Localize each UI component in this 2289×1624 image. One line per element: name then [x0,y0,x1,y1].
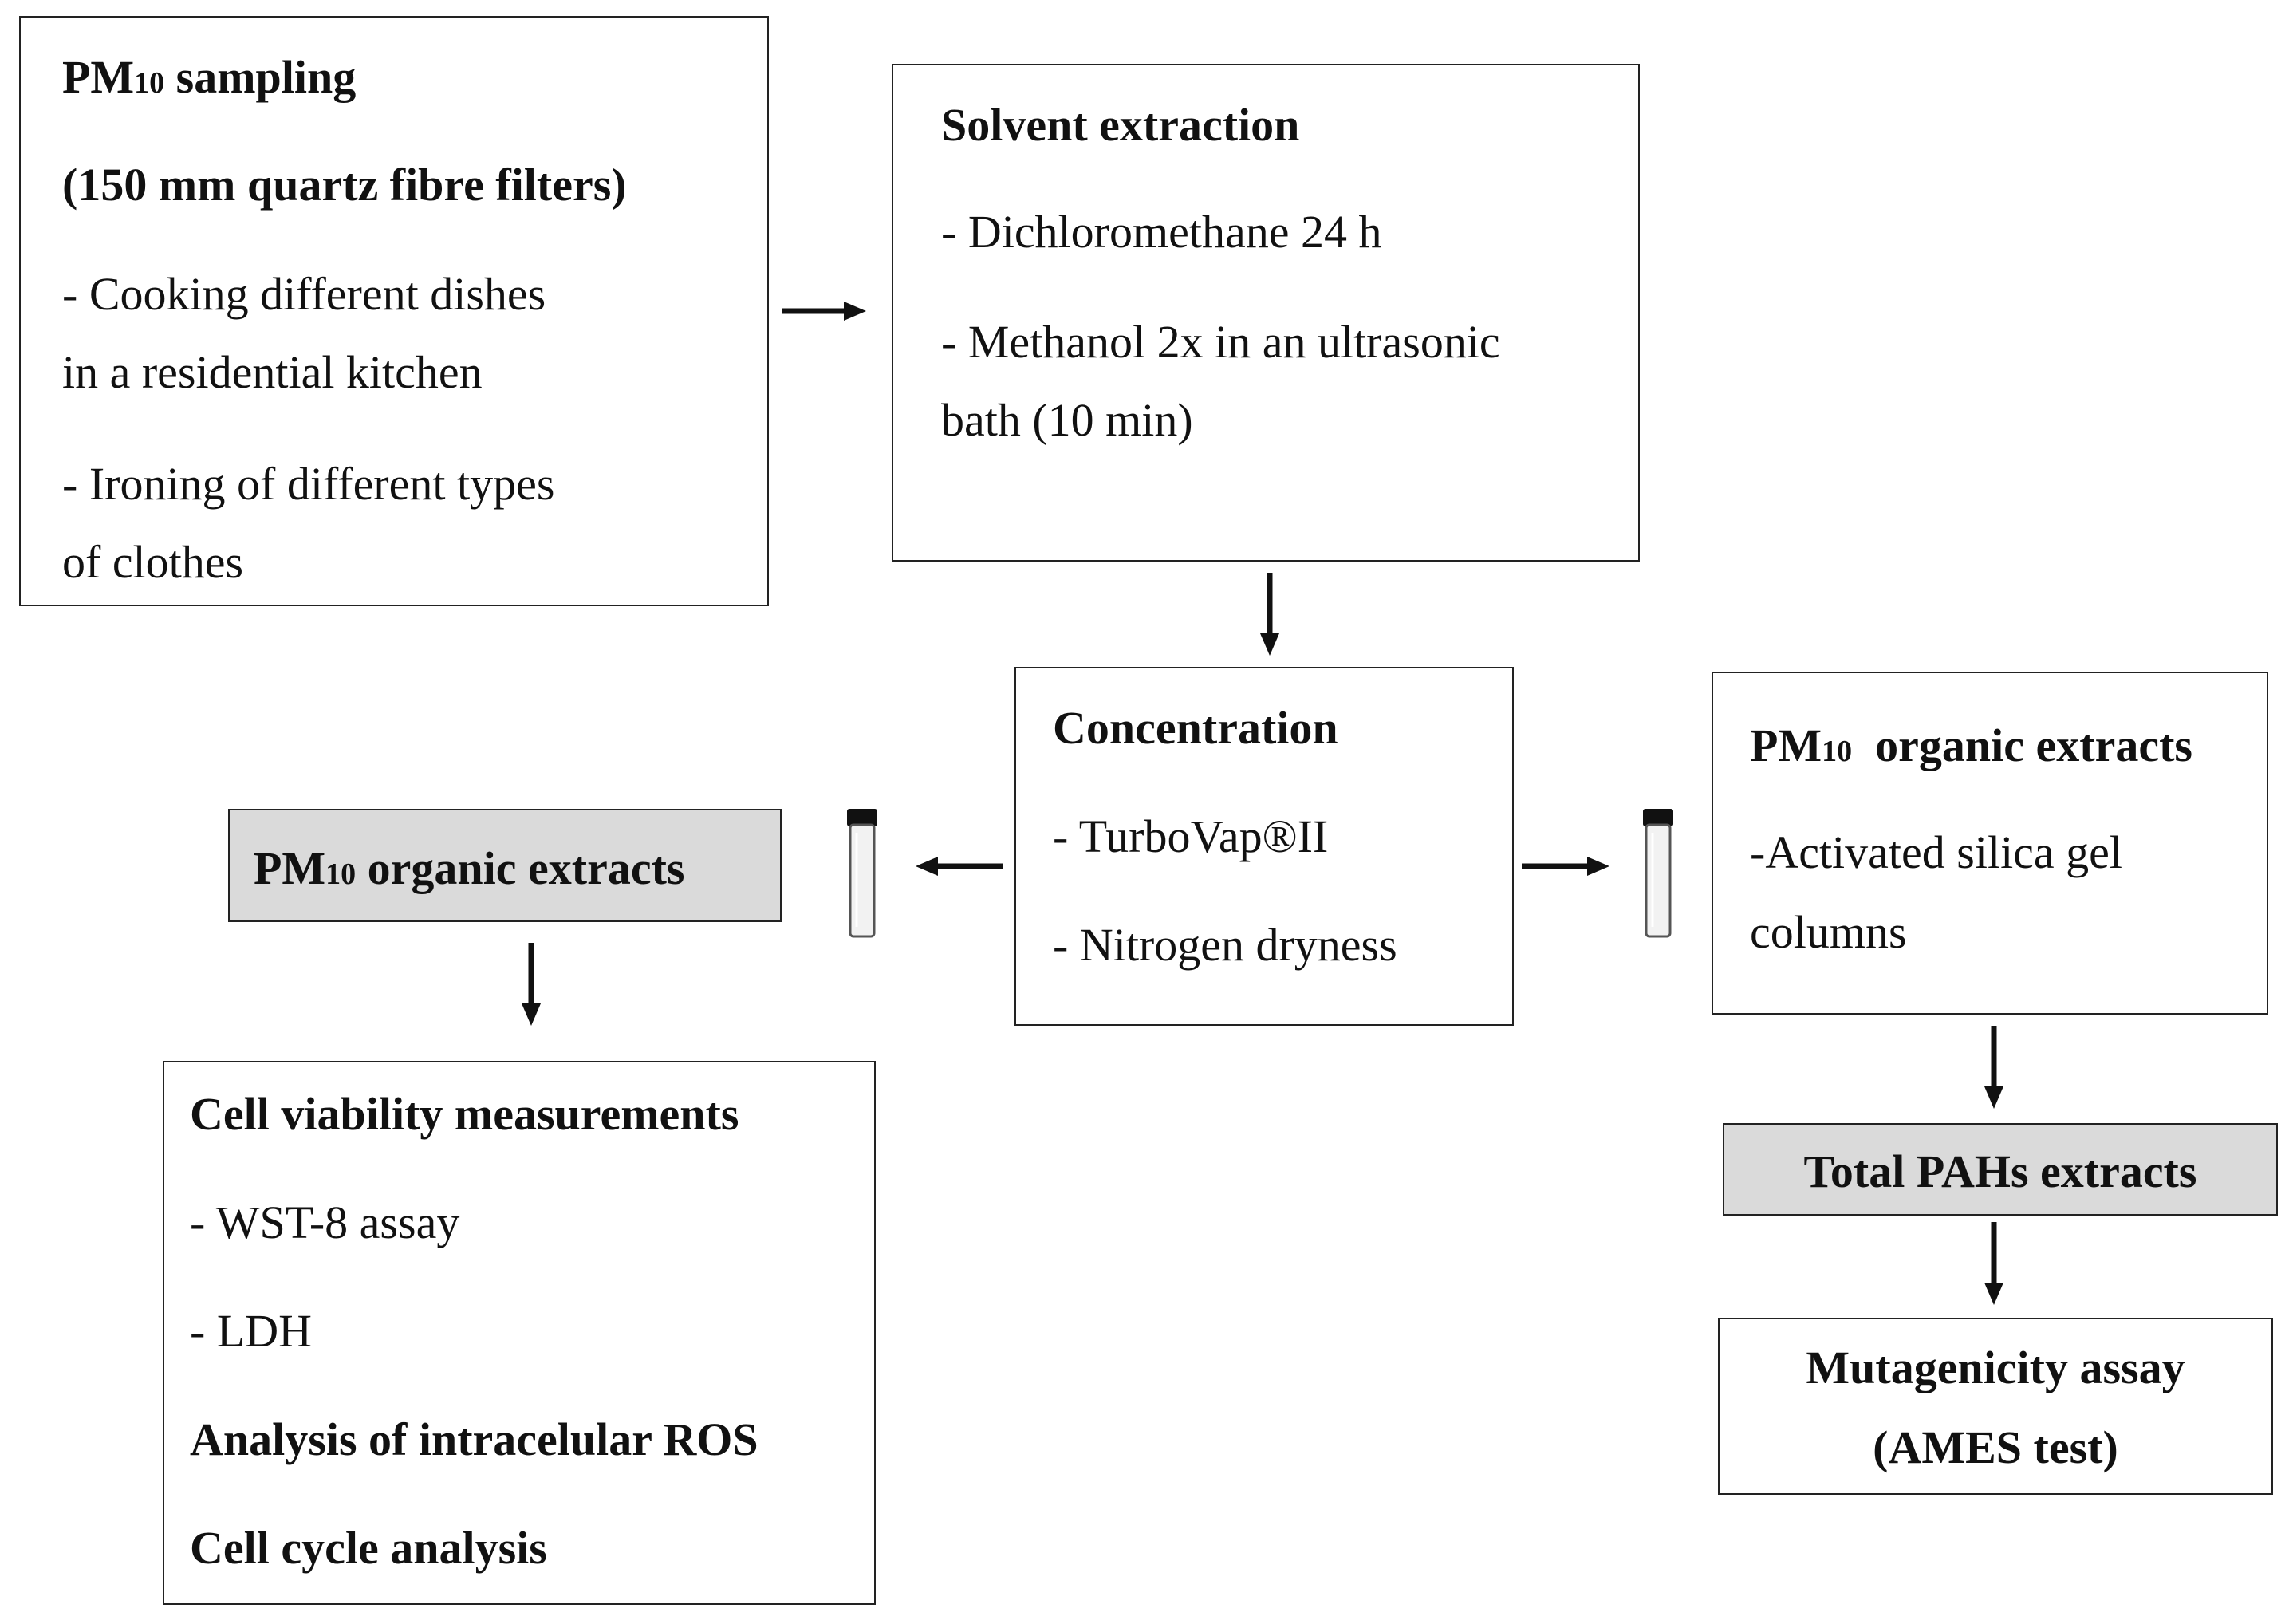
arrow-pahs-to-mutagenicity [1984,1222,2003,1305]
extraction-box [892,64,1640,562]
left-extracts-rest: organic extracts [356,842,685,894]
left-extracts-box [228,809,782,922]
mutagenicity-box [1718,1318,2273,1495]
left-extracts-label: PM10 organic extracts [254,846,684,892]
cell-box [163,1061,876,1605]
sampling-title-pm: PM [62,51,135,103]
sampling-title-rest: sampling [164,51,357,103]
sampling-title-subscript: 10 [134,66,165,100]
pahs-title: Total PAHs extracts [1803,1145,2197,1197]
arrow-left-extracts-to-cell [522,943,541,1026]
cell-cycle: Cell cycle analysis [190,1522,547,1574]
extraction-dichloromethane: - Dichloromethane 24 h [941,206,1382,258]
sampling-ironing-line1: - Ironing of different types [62,458,555,510]
arrow-sampling-to-extraction [782,302,866,321]
right-extracts-box [1712,672,2268,1015]
sampling-ironing-line2: of clothes [62,536,244,588]
arrow-right-extracts-to-pahs [1984,1026,2003,1109]
right-extracts-rest: organic extracts [1852,719,2192,771]
mutagenicity-line1: Mutagenicity assay [1806,1342,2185,1393]
concentration-turbovap: - TurboVap®II [1053,810,1329,862]
sampling-cooking-line1: - Cooking different dishes [62,268,546,320]
arrow-concentration-to-left-extracts [916,857,1003,876]
vial-icon-right [1643,809,1673,938]
left-extracts-pm: PM [254,842,326,894]
concentration-box [1014,667,1514,1026]
mutagenicity-line2: (AMES test) [1873,1421,2118,1473]
extraction-methanol-line2: bath (10 min) [941,394,1193,446]
right-extracts-pm: PM [1750,719,1822,771]
cell-title: Cell viability measurements [190,1088,739,1140]
cell-ldh: - LDH [190,1305,313,1357]
concentration-title: Concentration [1053,702,1338,754]
pahs-box [1723,1123,2278,1216]
cell-wst8: - WST-8 assay [190,1196,460,1248]
sampling-box [19,16,769,606]
right-extracts-title: PM10 organic extracts [1750,723,2192,769]
extraction-title: Solvent extraction [941,99,1300,151]
left-extracts-subscript: 10 [325,857,357,891]
extraction-methanol-line1: - Methanol 2x in an ultrasonic [941,316,1500,368]
arrow-concentration-to-right-extracts [1522,857,1609,876]
vial-icon-left [847,809,877,938]
concentration-nitrogen: - Nitrogen dryness [1053,919,1397,971]
right-extracts-silica-line2: columns [1750,906,1907,958]
sampling-title: PM10 sampling [62,54,356,101]
sampling-filters: (150 mm quartz fibre filters) [62,159,627,211]
right-extracts-silica-line1: -Activated silica gel [1750,826,2123,878]
cell-ros: Analysis of intracelular ROS [190,1413,758,1465]
right-extracts-subscript: 10 [1822,735,1853,768]
arrow-extraction-to-concentration [1260,573,1279,656]
sampling-cooking-line2: in a residential kitchen [62,346,483,398]
